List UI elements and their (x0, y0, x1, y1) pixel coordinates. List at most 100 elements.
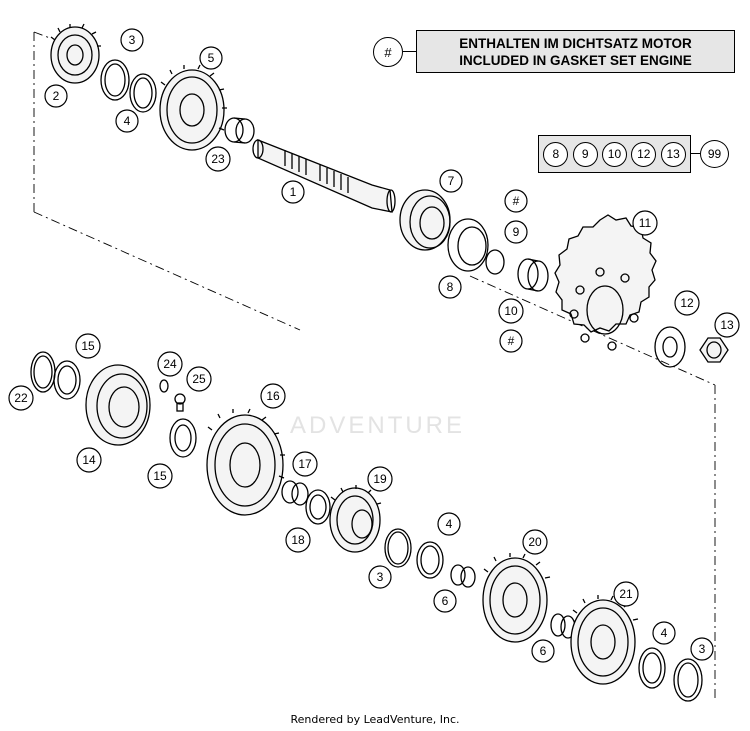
svg-text:24: 24 (163, 357, 177, 371)
callout-3-top: 3 (120, 28, 144, 52)
part-14-bearing (85, 364, 151, 446)
callout-13: 13 (714, 312, 740, 338)
part-20-gear (482, 553, 551, 643)
callout-16: 16 (260, 383, 286, 409)
svg-text:6: 6 (442, 594, 449, 608)
gasket-note-line-german: ENTHALTEN IM DICHTSATZ MOTOR (459, 35, 692, 51)
callout-4-bottom: 4 (652, 621, 676, 645)
part-25-bolt (174, 393, 186, 412)
svg-text:16: 16 (266, 389, 280, 403)
callout-6-mid: 6 (433, 589, 457, 613)
callout-18: 18 (285, 527, 311, 553)
callout-11: 11 (632, 210, 658, 236)
watermark: ADVENTURE (290, 412, 466, 439)
callout-3-mid: 3 (368, 565, 392, 589)
svg-text:5: 5 (208, 51, 215, 65)
part-4-ring-mid (416, 541, 444, 579)
svg-text:17: 17 (298, 457, 312, 471)
callout-10: 10 (498, 298, 524, 324)
part-12-washer (654, 326, 686, 368)
callout-25: 25 (186, 366, 212, 392)
callout-4-mid: 4 (437, 512, 461, 536)
kit-total-99: 99 (700, 140, 729, 168)
part-19-gear (329, 485, 382, 553)
callout-17: 17 (292, 451, 318, 477)
svg-text:9: 9 (513, 225, 520, 239)
svg-text:23: 23 (211, 152, 225, 166)
gasket-set-note: ENTHALTEN IM DICHTSATZ MOTOR INCLUDED IN… (416, 30, 735, 73)
part-3-ring-top (100, 59, 130, 101)
svg-text:#: # (513, 194, 520, 208)
kit-members-box: 8 9 10 12 13 (538, 135, 691, 173)
callout-6-bottom: 6 (531, 639, 555, 663)
svg-text:4: 4 (661, 626, 668, 640)
part-24-ring (159, 379, 169, 393)
gasket-note-line-english: INCLUDED IN GASKET SET ENGINE (459, 52, 692, 68)
part-10-spacer (517, 258, 549, 292)
part-3-ring-bottom (673, 658, 703, 702)
callout-23: 23 (205, 146, 231, 172)
part-18-washer (305, 489, 331, 525)
callout-24: 24 (157, 351, 183, 377)
svg-text:6: 6 (540, 644, 547, 658)
callout-2: 2 (44, 84, 68, 108)
part-2-gear (50, 23, 101, 84)
part-3-ring-mid (384, 528, 412, 568)
callout-1: 1 (281, 180, 305, 204)
svg-text:18: 18 (291, 533, 305, 547)
svg-text:2: 2 (53, 89, 60, 103)
part-8-seal (447, 218, 489, 272)
svg-text:4: 4 (446, 517, 453, 531)
svg-text:15: 15 (81, 339, 95, 353)
svg-text:13: 13 (720, 318, 734, 332)
kit-connector (691, 153, 700, 154)
kit-member-12: 12 (631, 141, 657, 167)
callout-12: 12 (674, 290, 700, 316)
svg-text:4: 4 (124, 114, 131, 128)
kit-member-13: 13 (660, 141, 686, 167)
part-5-gear (159, 64, 227, 151)
kit-member-8: 8 (543, 141, 569, 167)
part-22-ring (30, 351, 56, 393)
callout-9: 9 (504, 220, 528, 244)
svg-text:15: 15 (153, 469, 167, 483)
callout-8: 8 (438, 275, 462, 299)
svg-text:14: 14 (82, 453, 96, 467)
part-15-washer-a (53, 360, 81, 400)
svg-text:1: 1 (290, 185, 297, 199)
svg-text:8: 8 (447, 280, 454, 294)
callout-5: 5 (199, 46, 223, 70)
part-1-shaft (252, 139, 396, 213)
svg-text:19: 19 (373, 472, 387, 486)
callout-hash-upper: # (504, 189, 528, 213)
callout-22: 22 (8, 385, 34, 411)
callout-hash-lower: # (499, 329, 523, 353)
part-21-gear (570, 595, 639, 685)
part-11-sprocket (554, 214, 657, 351)
part-6-bushing-a (450, 564, 476, 588)
kit-member-10: 10 (601, 141, 627, 167)
svg-text:12: 12 (680, 296, 694, 310)
svg-text:3: 3 (699, 642, 706, 656)
svg-text:25: 25 (192, 372, 206, 386)
assembly-outline (33, 31, 716, 700)
part-15-washer-b (169, 418, 197, 458)
part-16-gear (206, 408, 285, 516)
svg-text:21: 21 (619, 587, 633, 601)
svg-text:20: 20 (528, 535, 542, 549)
gasket-set-symbol: # (373, 37, 403, 67)
part-13-nut (699, 337, 729, 363)
svg-text:10: 10 (504, 304, 518, 318)
part-9-oring (485, 249, 505, 275)
part-4-ring-bottom (638, 647, 666, 689)
part-23-bushing (224, 117, 255, 144)
callout-14: 14 (76, 447, 102, 473)
callout-15-upper: 15 (75, 333, 101, 359)
callout-15-lower: 15 (147, 463, 173, 489)
callout-21: 21 (613, 581, 639, 607)
callout-19: 19 (367, 466, 393, 492)
svg-text:3: 3 (129, 33, 136, 47)
part-7-bearing (399, 189, 451, 251)
callout-3-bottom: 3 (690, 637, 714, 661)
